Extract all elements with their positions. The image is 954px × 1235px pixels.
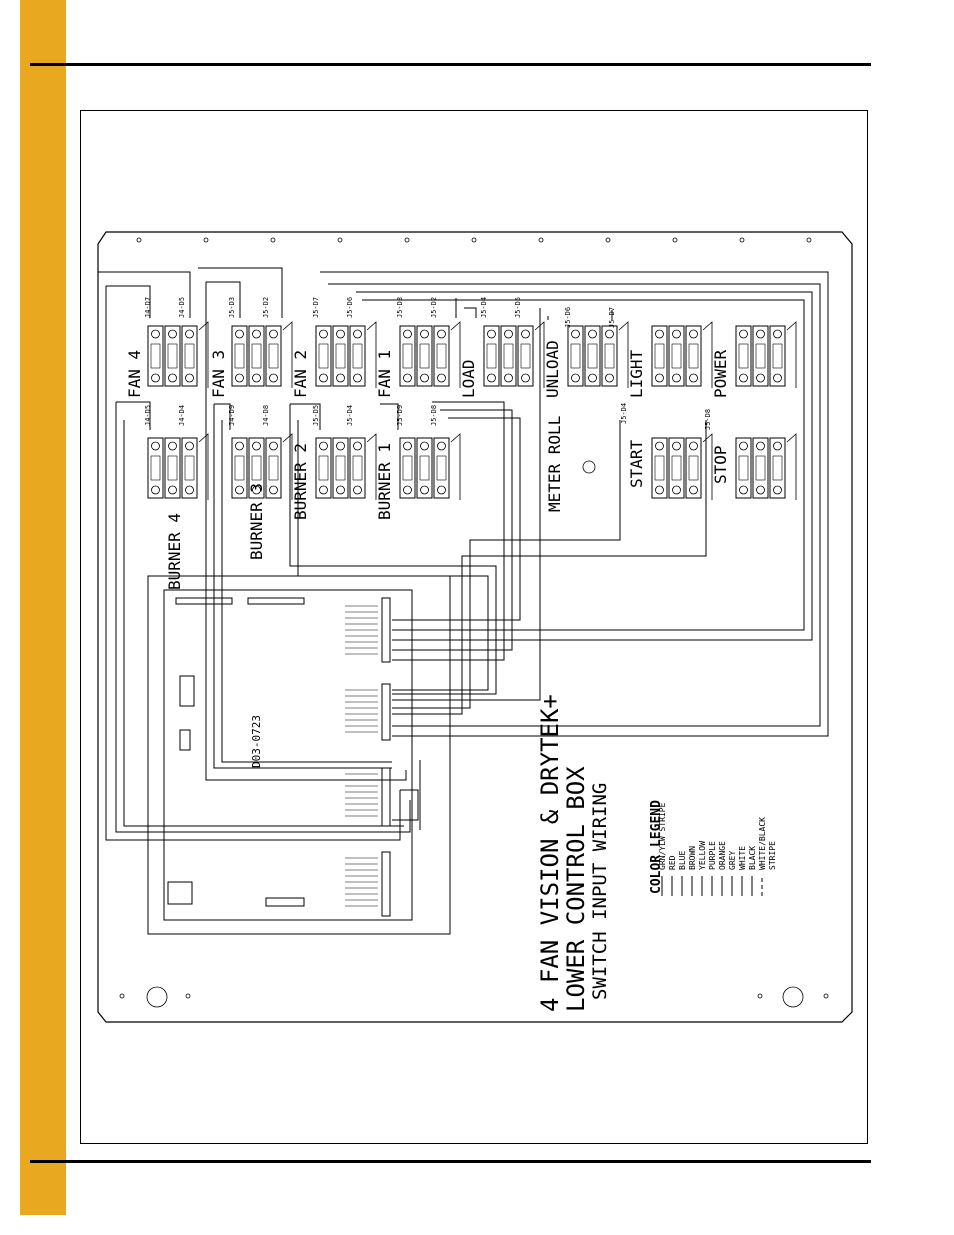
switch-block [399, 321, 461, 388]
legend-swatches [661, 876, 763, 896]
legend-label: BLACK [748, 846, 757, 870]
side-color-tab [20, 0, 66, 1215]
connector-tag: J5-D4 [480, 297, 488, 318]
connector-tag: J5-D2 [262, 297, 270, 318]
legend-label: BLUE [678, 851, 687, 870]
function-labels: LOAD UNLOAD LIGHT POWER [459, 340, 730, 398]
board-pin-lines [345, 605, 378, 907]
connector-tag: J5-D6 [564, 307, 572, 328]
figure-frame [80, 110, 868, 1144]
connector-tag: J4-D8 [262, 405, 270, 426]
start-label: START [627, 439, 646, 488]
connector-tag: J5-D8 [430, 405, 438, 426]
title-line-1: 4 FAN VISION & DRYTEK+ [536, 694, 564, 1012]
switch-blocks [147, 321, 797, 500]
fan-3-label: FAN 3 [209, 350, 228, 398]
mounting-holes [119, 237, 829, 1008]
switch-block [735, 321, 797, 388]
connector-tag: J4-D9 [228, 405, 236, 426]
footer-rule [30, 1160, 871, 1163]
connector-tag: J5-D7 [312, 297, 320, 318]
fan-labels: FAN 4 FAN 3 FAN 2 FAN 1 [125, 350, 394, 398]
switch-block [315, 321, 377, 388]
switch-block [147, 321, 209, 388]
board-id-label: D03-0723 [250, 715, 263, 768]
legend-label: PURPLE [708, 841, 717, 870]
light-label: LIGHT [627, 349, 646, 398]
load-label: LOAD [459, 359, 478, 398]
legend-label: GREY [728, 851, 737, 870]
connector-tag: J5-D4 [346, 405, 354, 426]
title-line-2: LOWER CONTROL BOX [562, 766, 590, 1012]
unload-label: UNLOAD [543, 340, 562, 398]
switch-block [231, 433, 293, 500]
fan-2-label: FAN 2 [291, 350, 310, 398]
connector-tag: J5-D4 [620, 403, 628, 424]
burner-1-label: BURNER 1 [375, 443, 394, 520]
burner-4-label: BURNER 4 [165, 513, 184, 590]
controller-board [147, 575, 451, 935]
legend-label: STRIPE [768, 841, 777, 870]
switch-block [651, 433, 713, 500]
power-label: POWER [711, 349, 730, 398]
burner-labels: BURNER 4 BURNER 3 BURNER 2 BURNER 1 [165, 443, 394, 590]
connector-tag: J5-D5 [514, 297, 522, 318]
switch-block [399, 433, 461, 500]
title-line-3: SWITCH INPUT WIRING [589, 783, 611, 1000]
connector-tag: J5-D5 [312, 405, 320, 426]
legend-label: YELLOW [698, 841, 707, 870]
burner-2-label: BURNER 2 [291, 443, 310, 520]
connector-tag: J5-D9 [396, 405, 404, 426]
legend-label: GRN/YLW STRIPE [658, 802, 667, 870]
connector-tag: J5-D3 [228, 297, 236, 318]
connector-tag: J4-D7 [144, 297, 152, 318]
fan-1-label: FAN 1 [375, 350, 394, 398]
switch-block [735, 433, 797, 500]
connector-tag: J5-D7 [608, 307, 616, 328]
legend-title: COLOR LEGEND [649, 800, 664, 894]
legend-label: ORANGE [718, 841, 727, 870]
fan-4-label: FAN 4 [125, 350, 144, 398]
meter-roll-label: METER ROLL [545, 416, 564, 512]
switch-block [231, 321, 293, 388]
connector-tag: J5-D2 [430, 297, 438, 318]
connector-tag: J4-D5 [144, 405, 152, 426]
switch-block [651, 321, 713, 388]
connector-tag: J4-D5 [178, 297, 186, 318]
burner-3-label: BURNER 3 [247, 483, 266, 560]
connector-tag: J5-D3 [396, 297, 404, 318]
legend-label: RED [668, 855, 677, 870]
enclosure-outline [97, 231, 853, 1023]
header-rule [30, 63, 871, 66]
switch-block [483, 321, 545, 388]
connector-tag: J5-D8 [704, 409, 712, 430]
legend-label: WHITE/BLACK [758, 817, 767, 870]
switch-block [147, 433, 209, 500]
legend-label: WHITE [738, 846, 747, 870]
connector-tag: J4-D4 [178, 405, 186, 426]
wire-runs [98, 267, 829, 841]
switch-block [315, 433, 377, 500]
stop-label: STOP [711, 445, 730, 484]
legend-label: BROWN [688, 846, 697, 870]
connector-tag: J5-D6 [346, 297, 354, 318]
switch-block [567, 321, 629, 388]
